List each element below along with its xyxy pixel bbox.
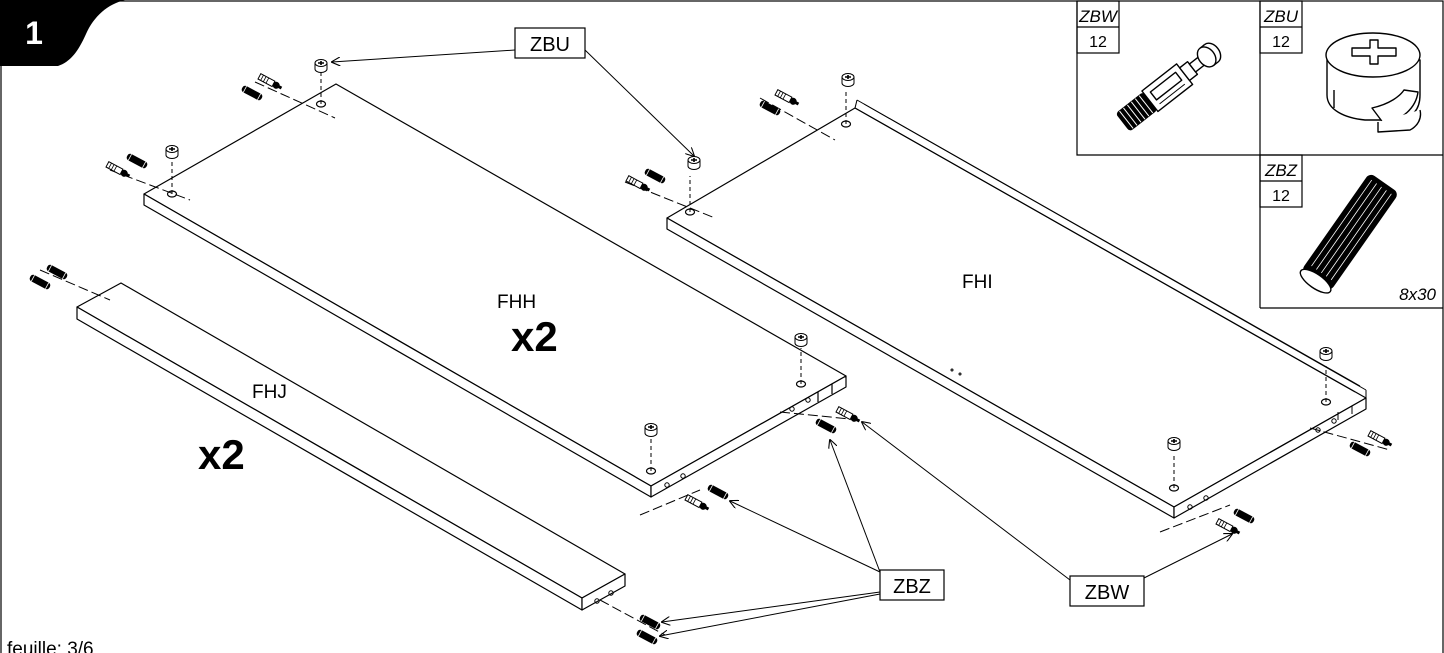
sheet-number: feuille: 3/6 [7, 639, 94, 653]
legend-code-zbu: ZBU [1263, 7, 1299, 26]
legend-qty-zbw: 12 [1089, 34, 1107, 51]
label-fhj: FHJ [252, 382, 287, 403]
callout-zbu: ZBU [332, 27, 694, 156]
qty-fhj: x2 [198, 431, 245, 478]
legend-code-zbw: ZBW [1078, 7, 1119, 26]
step-number: 1 [25, 15, 43, 51]
svg-text:ZBW: ZBW [1085, 582, 1130, 604]
panel-fhj [76, 282, 626, 611]
legend-qty-zbz: 12 [1272, 188, 1290, 205]
callout-zbw: ZBW [862, 422, 1232, 607]
svg-text:ZBZ: ZBZ [893, 576, 931, 598]
panel-fhh [143, 83, 847, 498]
cam-lock-icon [1325, 32, 1422, 133]
callout-zbz: ZBZ [660, 440, 945, 636]
hardware-legend: ZBW 12 ZBU 12 ZBZ 12 8x30 [1076, 0, 1443, 309]
qty-fhh: x2 [511, 313, 558, 360]
panel-fhi [666, 107, 1367, 519]
label-fhi: FHI [962, 272, 993, 293]
wooden-dowel-icon [1299, 174, 1397, 294]
legend-code-zbz: ZBZ [1264, 161, 1298, 180]
legend-size-zbz: 8x30 [1399, 285, 1436, 304]
step-badge: 1 [0, 0, 125, 66]
panel-fhj-holes [39, 269, 666, 636]
svg-text:ZBU: ZBU [530, 34, 570, 56]
legend-qty-zbu: 12 [1272, 34, 1290, 51]
cam-bolt-icon [1116, 42, 1222, 131]
label-fhh: FHH [497, 292, 536, 313]
